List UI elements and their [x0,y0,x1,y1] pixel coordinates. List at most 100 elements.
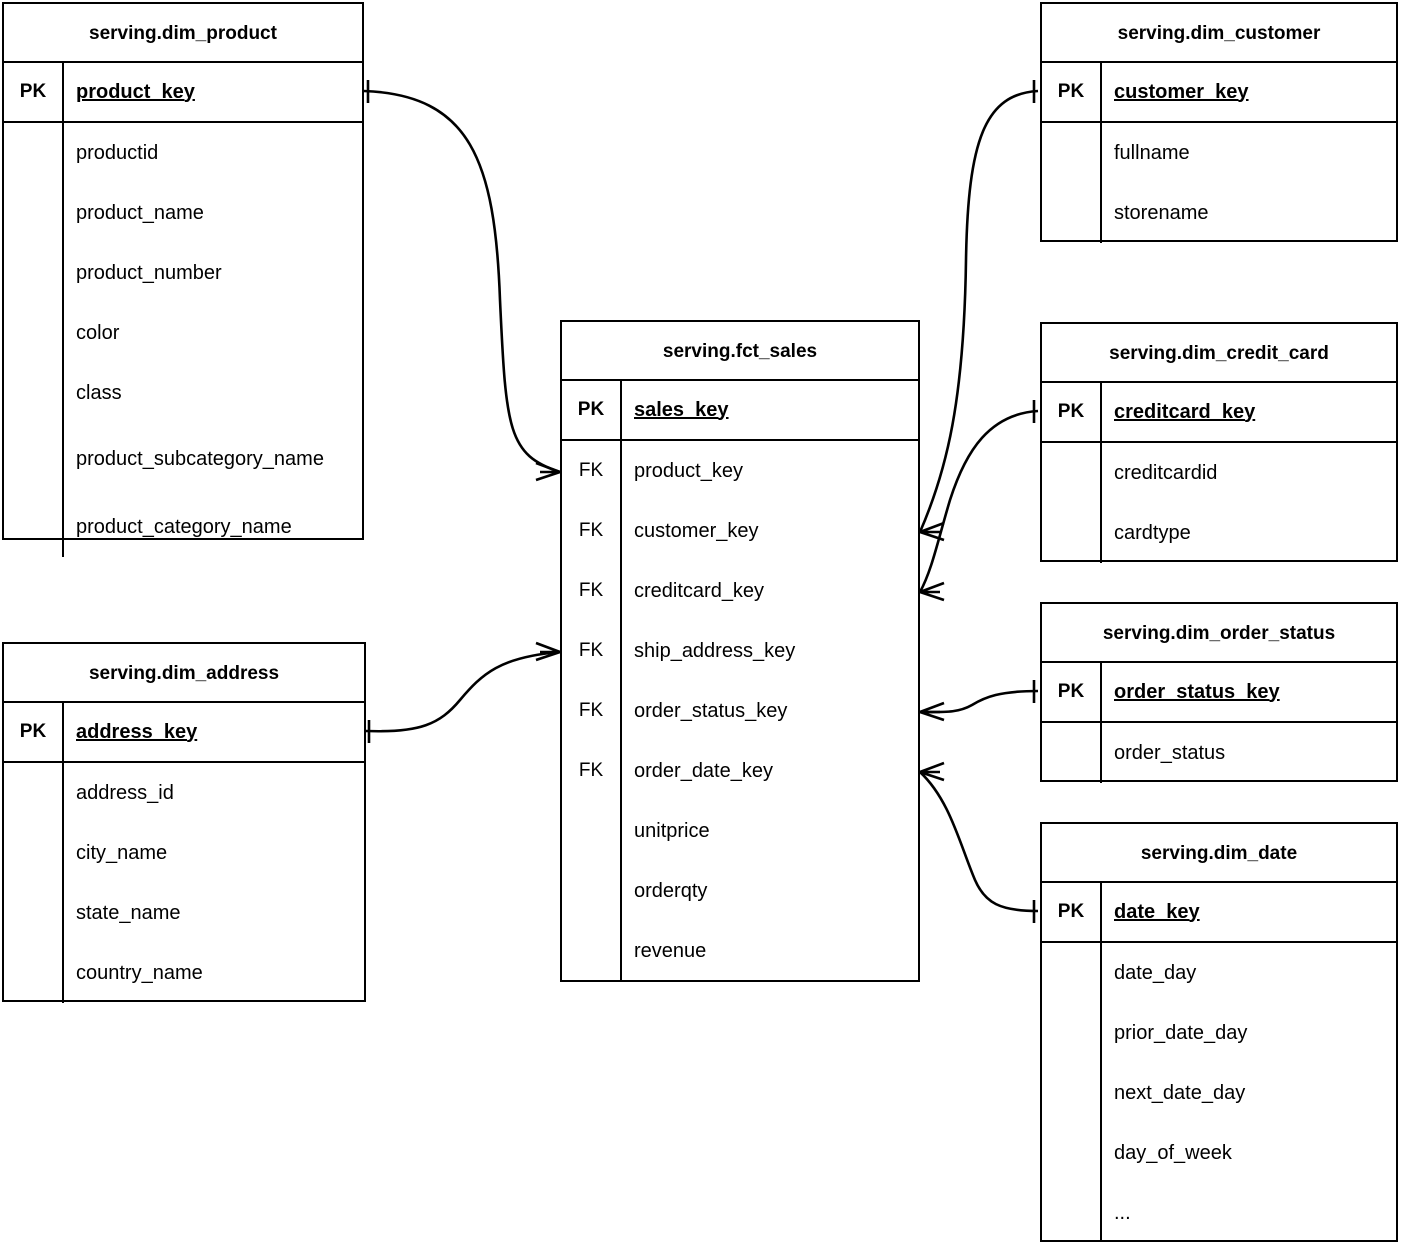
pk-field-order-status-key: order_status_key [1114,680,1280,703]
pk-row-dim-order-status: PK order_status_key [1042,663,1396,723]
attribute-row: date_day [1042,943,1396,1003]
attribute-product-number: product_number [76,261,222,284]
entity-dim-order-status[interactable]: serving.dim_order_status PK order_status… [1040,602,1398,783]
key-gutter [1042,123,1102,183]
fk-label: FK [562,681,622,741]
attribute-next-date-day: next_date_day [1114,1081,1246,1104]
key-gutter [4,123,64,183]
measure-row: unitprice [562,801,918,861]
attribute-product-category-name: product_category_name [76,515,292,538]
pk-field-address-key: address_key [76,720,198,743]
entity-title-dim-customer: serving.dim_customer [1042,4,1396,63]
entity-title-dim-product: serving.dim_product [4,4,362,63]
attribute-row: order_status [1042,723,1396,783]
fk-field-creditcard-key: creditcard_key [634,579,765,602]
edge-dim-date-to-fct-sales [919,771,1039,913]
key-gutter [1042,503,1102,563]
attribute-row: state_name [4,883,364,943]
entity-title-dim-address: serving.dim_address [4,644,364,703]
pk-label: PK [4,63,64,121]
key-gutter [1042,723,1102,783]
pk-label: PK [1042,883,1102,941]
pk-row-dim-address: PK address_key [4,703,364,763]
attribute-prior-date-day: prior_date_day [1114,1021,1248,1044]
attribute-rows-dim-credit-card: creditcardid cardtype [1042,443,1396,563]
fk-field-product-key: product_key [634,459,743,482]
pk-label: PK [4,703,64,761]
fk-row: FK creditcard_key [562,561,918,621]
measure-revenue: revenue [634,939,707,962]
attribute-color: color [76,321,120,344]
entity-dim-date[interactable]: serving.dim_date PK date_key date_day pr… [1040,822,1398,1242]
pk-row-fct-sales: PK sales_key [562,381,918,441]
attribute-productid: productid [76,141,159,164]
edge-crowfoot-fct-order-status [919,701,945,722]
attribute-row: cardtype [1042,503,1396,563]
key-gutter [4,423,64,497]
fk-field-customer-key: customer_key [634,519,759,542]
pk-label: PK [1042,383,1102,441]
edge-dim-credit-card-to-fct-sales [918,409,1039,593]
attribute-date-day: date_day [1114,961,1197,984]
pk-label: PK [562,381,622,439]
attribute-product-name: product_name [76,201,204,224]
pk-row-dim-product: PK product_key [4,63,362,123]
entity-dim-product[interactable]: serving.dim_product PK product_key produ… [2,2,364,557]
fk-label: FK [562,741,622,801]
entity-dim-customer[interactable]: serving.dim_customer PK customer_key ful… [1040,2,1398,243]
attribute-city-name: city_name [76,841,168,864]
attribute-storename: storename [1114,201,1209,224]
key-gutter [4,823,64,883]
fk-row: FK order_status_key [562,681,918,741]
fk-label: FK [562,561,622,621]
measure-row: orderqty [562,861,918,921]
attribute-rows-dim-order-status: order_status [1042,723,1396,783]
entity-title-dim-credit-card: serving.dim_credit_card [1042,324,1396,383]
key-gutter [1042,1003,1102,1063]
entity-fct-sales[interactable]: serving.fct_sales PK sales_key FK produc… [560,320,920,982]
edge-dim-address-to-fct-sales [365,650,561,733]
attribute-row: productid [4,123,362,183]
attribute-row: day_of_week [1042,1123,1396,1183]
attribute-country-name: country_name [76,961,203,984]
attribute-row: class [4,363,362,423]
attribute-row: product_number [4,243,362,303]
attribute-rows-dim-address: address_id city_name state_name country_… [4,763,364,1003]
pk-label: PK [1042,63,1102,121]
key-gutter [4,363,64,423]
attribute-class: class [76,381,122,404]
entity-dim-credit-card[interactable]: serving.dim_credit_card PK creditcard_ke… [1040,322,1398,563]
fk-field-order-status-key: order_status_key [634,699,788,722]
attribute-rows-fct-sales: FK product_key FK customer_key FK credit… [562,441,918,981]
key-gutter [1042,943,1102,1003]
attribute-rows-dim-date: date_day prior_date_day next_date_day da… [1042,943,1396,1242]
edge-crowfoot-fct-order-date [919,761,945,782]
attribute-row: product_name [4,183,362,243]
attribute-row: city_name [4,823,364,883]
attribute-row: storename [1042,183,1396,243]
key-gutter [4,943,64,1003]
pk-field-date-key: date_key [1114,900,1200,923]
attribute-row: country_name [4,943,364,1003]
pk-row-dim-date: PK date_key [1042,883,1396,943]
attribute-row: next_date_day [1042,1063,1396,1123]
measure-row: revenue [562,921,918,981]
key-gutter [4,883,64,943]
attribute-day-of-week: day_of_week [1114,1141,1232,1164]
attribute-state-name: state_name [76,901,181,924]
fk-label: FK [562,621,622,681]
attribute-order-status: order_status [1114,741,1226,764]
attribute-cardtype: cardtype [1114,521,1191,544]
fk-row: FK ship_address_key [562,621,918,681]
measure-unitprice: unitprice [634,819,710,842]
attribute-row: product_subcategory_name [4,423,362,497]
entity-title-dim-date: serving.dim_date [1042,824,1396,883]
attribute-address-id: address_id [76,781,174,804]
entity-dim-address[interactable]: serving.dim_address PK address_key addre… [2,642,366,1003]
entity-title-dim-order-status: serving.dim_order_status [1042,604,1396,663]
attribute-rows-dim-customer: fullname storename [1042,123,1396,243]
edge-dim-customer-to-fct-sales [918,89,1039,533]
pk-field-creditcard-key: creditcard_key [1114,400,1256,423]
edge-crowfoot-fct-ship-address [535,641,561,662]
